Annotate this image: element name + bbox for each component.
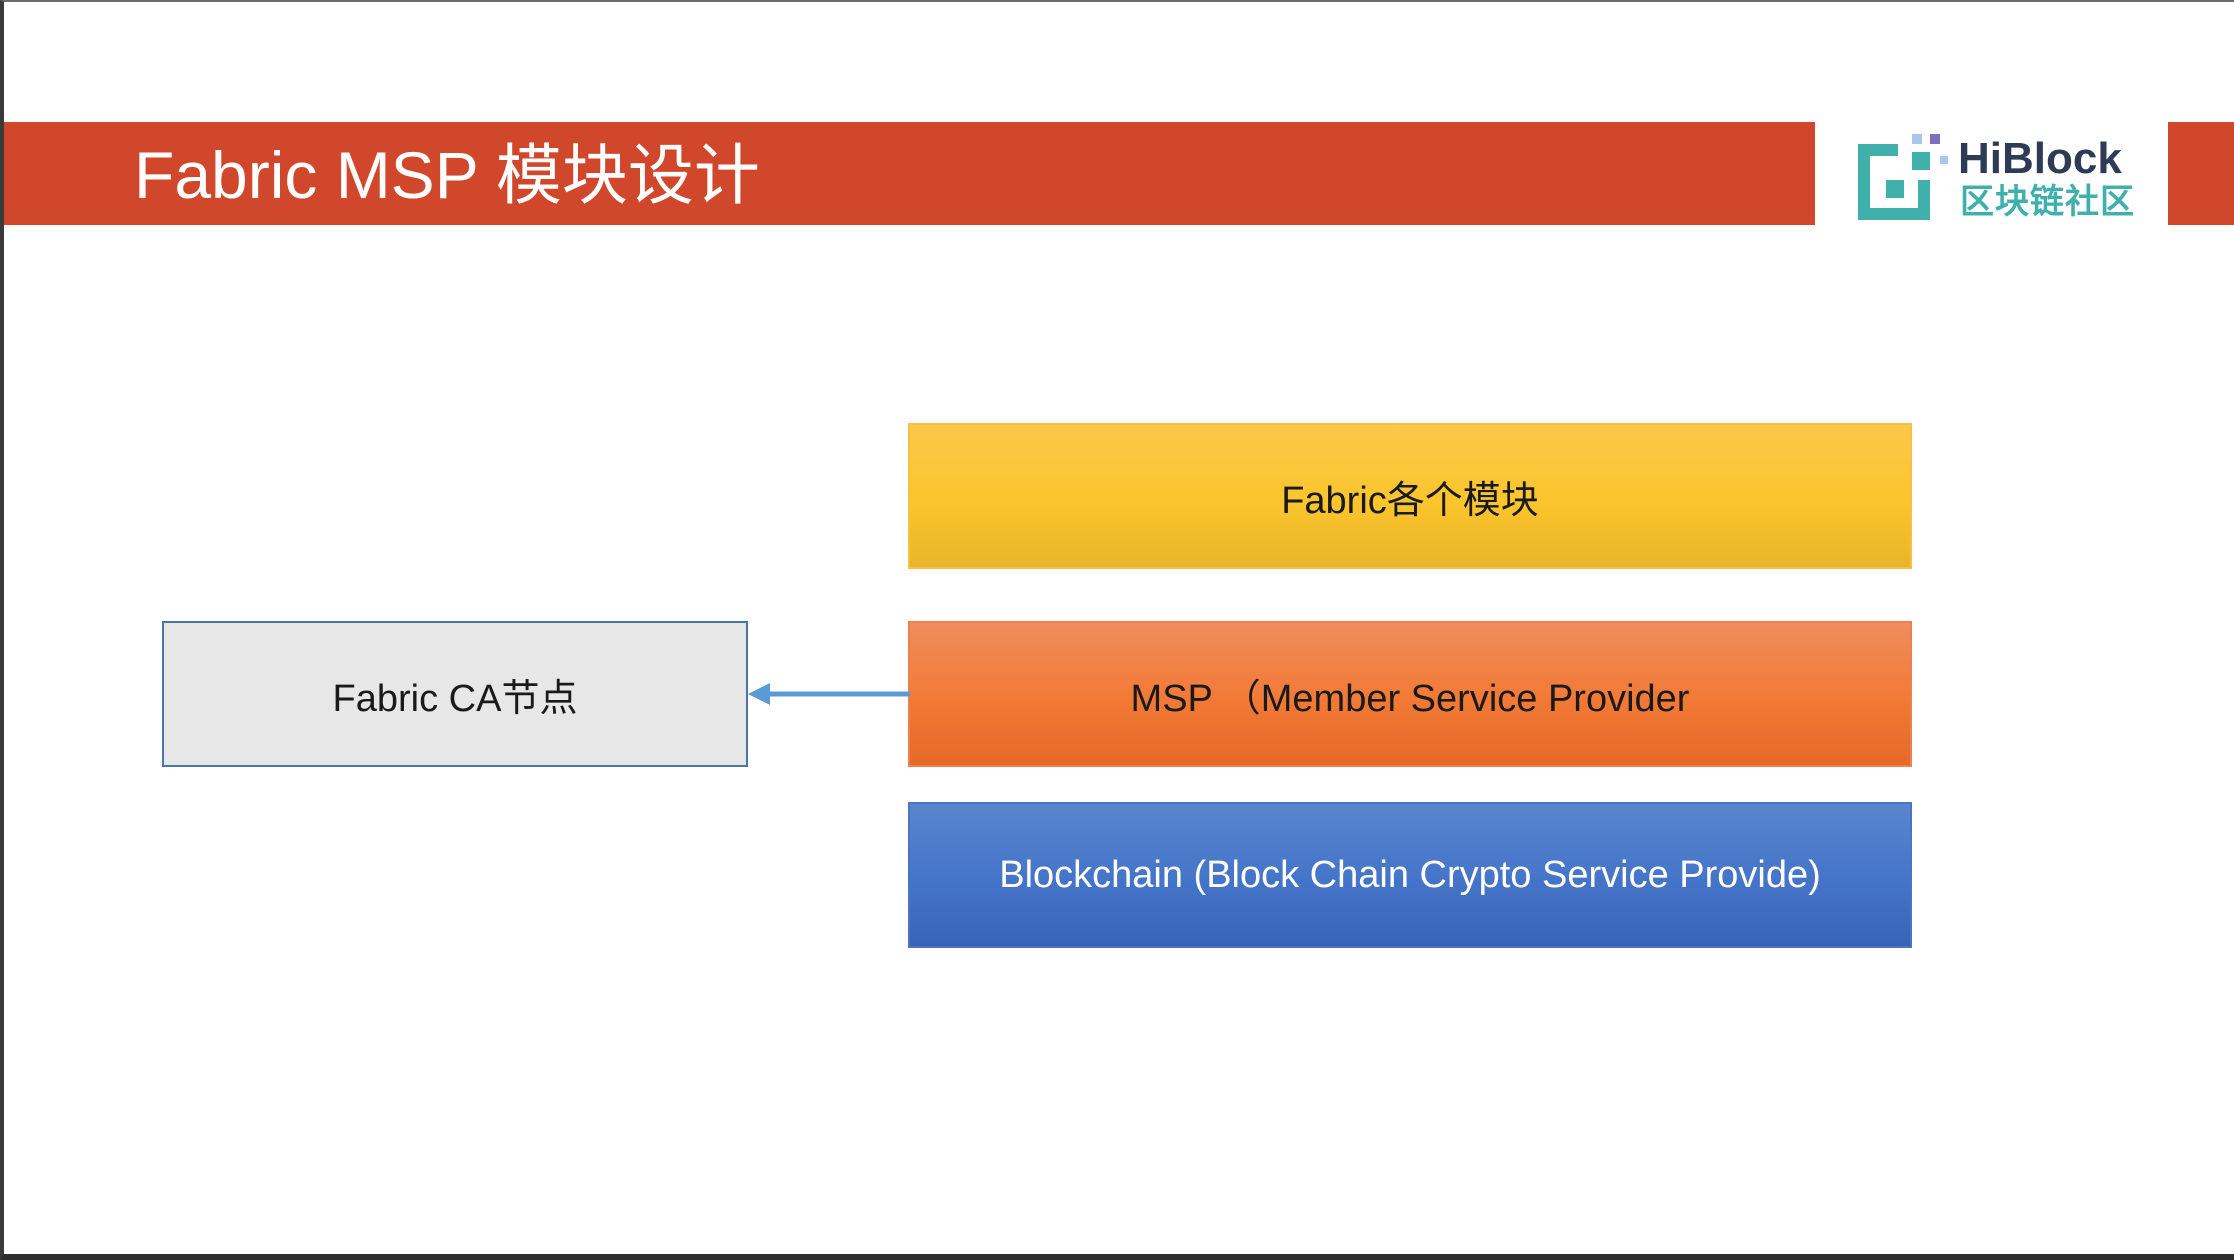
fabric-ca-label: Fabric CA节点 <box>332 677 578 720</box>
hiblock-logo: HiBlock 区块链社区 <box>1854 126 2154 226</box>
logo-name: HiBlock <box>1958 134 2122 183</box>
blockchain-block: Blockchain (Block Chain Crypto Service P… <box>908 802 1912 948</box>
slide-title: Fabric MSP 模块设计 <box>134 138 760 212</box>
fabric-modules-block: Fabric各个模块 <box>908 423 1912 569</box>
fabric-modules-label: Fabric各个模块 <box>1281 479 1539 522</box>
blockchain-label: Blockchain (Block Chain Crypto Service P… <box>999 853 1821 896</box>
msp-to-ca-arrow <box>748 683 910 705</box>
title-bar <box>4 122 1815 225</box>
hiblock-logo-icon <box>1858 134 1948 220</box>
msp-label: MSP （Member Service Provider <box>1130 677 1690 720</box>
arrow-head <box>748 683 770 705</box>
msp-block: MSP （Member Service Provider <box>908 621 1912 767</box>
title-bar-right-segment <box>2168 122 2234 225</box>
fabric-ca-block: Fabric CA节点 <box>162 621 748 767</box>
logo-subtitle: 区块链社区 <box>1960 183 2135 221</box>
